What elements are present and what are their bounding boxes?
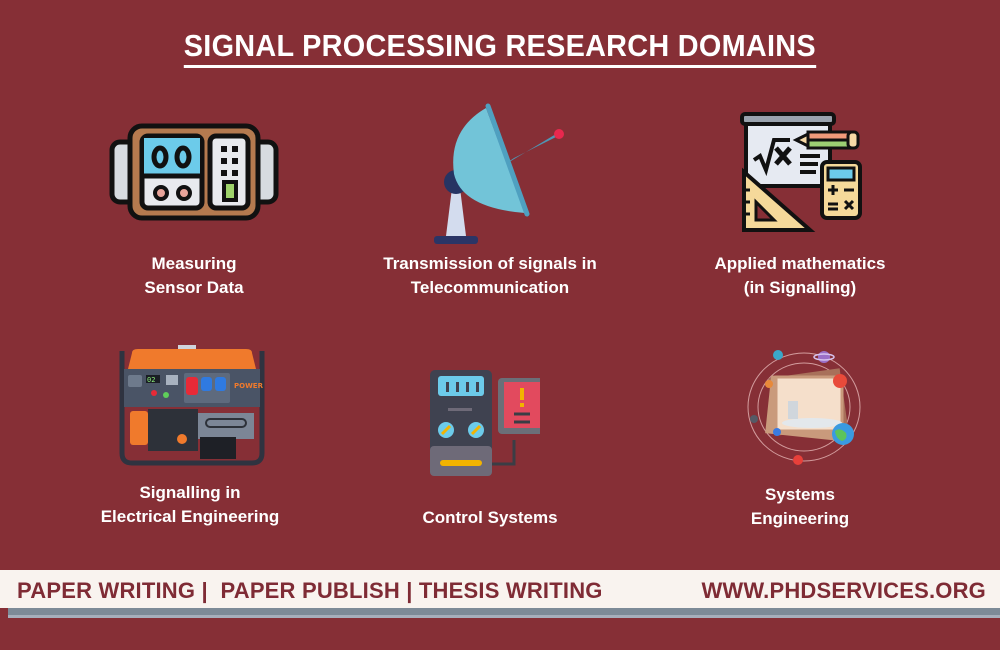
domain-item-control-systems: Control Systems <box>340 365 640 535</box>
generator-power-text: POWER <box>234 382 264 390</box>
domain-item-electrical-engineering: 02 POWER Signalling in Electrical Engine… <box>40 345 340 535</box>
domain-label: Control Systems <box>422 508 558 527</box>
services-text: PAPER WRITING | PAPER PUBLISH | THESIS W… <box>17 578 603 603</box>
control-panel-icon <box>430 368 546 485</box>
planetary-system-icon <box>742 343 866 472</box>
math-board-calculator-icon <box>738 110 864 239</box>
domain-item-systems-engineering: Systems Engineering <box>650 343 950 538</box>
services-banner: PAPER WRITING | PAPER PUBLISH | THESIS W… <box>0 570 1000 608</box>
generator-display: 02 <box>147 376 155 384</box>
domain-label: Applied mathematics (in Signalling) <box>714 254 886 297</box>
banner-shadow <box>8 608 1000 618</box>
domain-label: Measuring Sensor Data <box>144 254 244 297</box>
power-generator-icon: 02 POWER <box>116 345 268 472</box>
page-title: SIGNAL PROCESSING RESEARCH DOMAINS <box>0 28 1000 68</box>
domain-label: Transmission of signals in Telecommunica… <box>383 254 597 297</box>
website-link[interactable]: WWW.PHDSERVICES.ORG <box>701 578 986 603</box>
domain-item-sensor-data: Measuring Sensor Data <box>44 110 344 310</box>
domain-item-applied-mathematics: Applied mathematics (in Signalling) <box>650 110 950 310</box>
domain-label: Signalling in Electrical Engineering <box>100 483 280 526</box>
sensor-meter-icon <box>108 120 280 229</box>
banner-shadow-highlight <box>8 615 1000 618</box>
satellite-dish-icon <box>430 100 570 255</box>
domain-label: Systems Engineering <box>750 485 850 528</box>
domain-item-telecommunication: Transmission of signals in Telecommunica… <box>340 95 640 305</box>
